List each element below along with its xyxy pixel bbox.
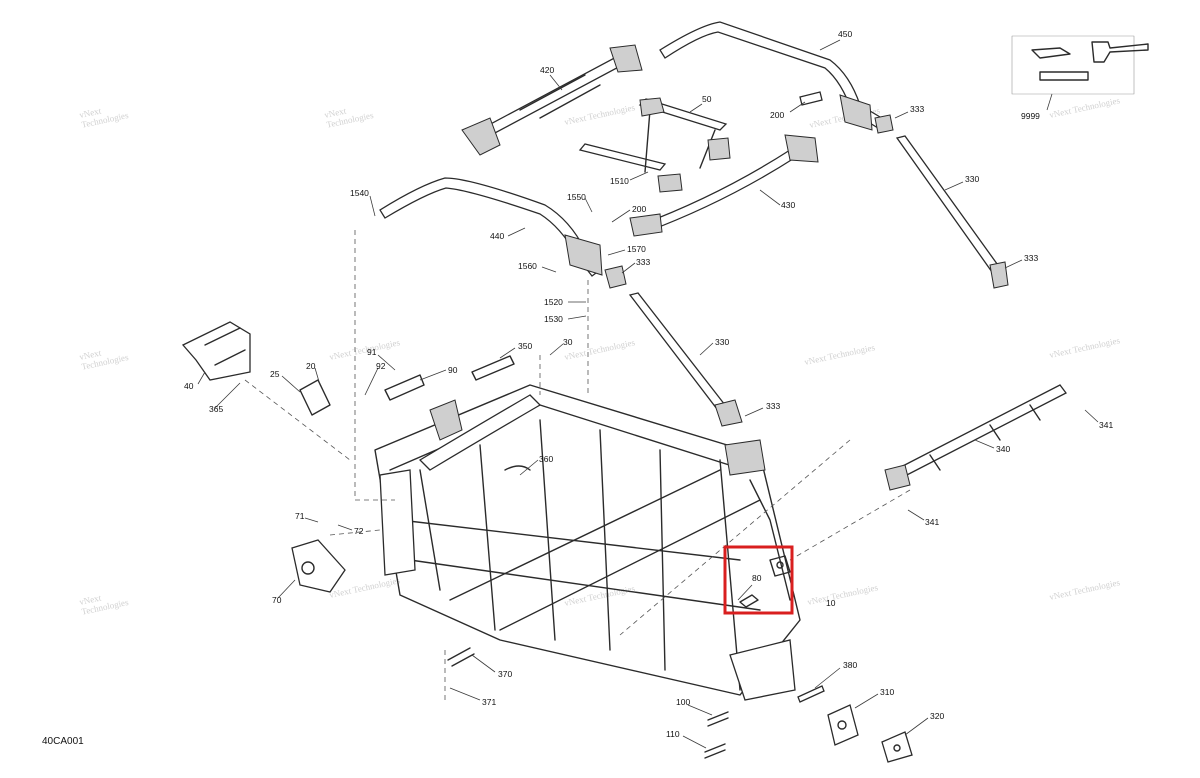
figure-code: 40CA001 bbox=[42, 736, 84, 747]
part-20-bracket bbox=[299, 379, 331, 416]
callout-371: 371 bbox=[482, 697, 496, 707]
part-310-plate bbox=[827, 704, 859, 746]
callout-330: 330 bbox=[965, 174, 979, 184]
callout-360: 360 bbox=[539, 454, 553, 464]
callout-1530: 1530 bbox=[544, 314, 563, 324]
callout-70: 70 bbox=[272, 595, 282, 605]
callout-100: 100 bbox=[676, 697, 690, 707]
part-90-plate bbox=[384, 355, 515, 401]
watermark: vNext Technologies bbox=[563, 337, 636, 362]
callout-91: 91 bbox=[367, 347, 377, 357]
svg-text:vNext Technologies: vNext Technologies bbox=[806, 582, 879, 607]
svg-text:vNext Technologies: vNext Technologies bbox=[1048, 95, 1121, 120]
part-100-pin bbox=[707, 711, 729, 727]
svg-text:vNext: vNext bbox=[78, 347, 102, 361]
callout-333: 333 bbox=[636, 257, 650, 267]
watermark: vNext Technologies bbox=[563, 102, 636, 127]
svg-text:vNext Technologies: vNext Technologies bbox=[563, 102, 636, 127]
watermark: vNext Technologies bbox=[1048, 335, 1121, 360]
callout-450: 450 bbox=[838, 29, 852, 39]
callout-1560: 1560 bbox=[518, 261, 537, 271]
callout-333: 333 bbox=[1024, 253, 1038, 263]
part-380-pin bbox=[797, 685, 825, 703]
svg-text:vNext Technologies: vNext Technologies bbox=[1048, 577, 1121, 602]
callout-370: 370 bbox=[498, 669, 512, 679]
part-200-tube bbox=[799, 91, 823, 106]
part-110-pin bbox=[704, 743, 726, 759]
callout-310: 310 bbox=[880, 687, 894, 697]
part-440-roll-bar bbox=[379, 177, 603, 277]
callout-92: 92 bbox=[376, 361, 386, 371]
callout-1520: 1520 bbox=[544, 297, 563, 307]
svg-text:vNext Technologies: vNext Technologies bbox=[328, 337, 401, 362]
callout-10: 10 bbox=[826, 598, 836, 608]
part-430-side-brace bbox=[629, 134, 819, 237]
callout-330: 330 bbox=[715, 337, 729, 347]
callout-30: 30 bbox=[563, 337, 573, 347]
part-420-cross-brace bbox=[461, 44, 643, 156]
callout-9999: 9999 bbox=[1021, 111, 1040, 121]
callout-350: 350 bbox=[518, 341, 532, 351]
callout-440: 440 bbox=[490, 231, 504, 241]
callout-50: 50 bbox=[702, 94, 712, 104]
svg-text:vNext Technologies: vNext Technologies bbox=[1048, 335, 1121, 360]
callout-80: 80 bbox=[752, 573, 762, 583]
callout-333: 333 bbox=[910, 104, 924, 114]
callout-1550: 1550 bbox=[567, 192, 586, 202]
watermark: vNext Technologies bbox=[806, 582, 879, 607]
watermark: vNext Technologies bbox=[328, 337, 401, 362]
part-50-brace bbox=[578, 97, 731, 193]
callout-90: 90 bbox=[448, 365, 458, 375]
watermark: vNext Technologies bbox=[1048, 577, 1121, 602]
callout-341: 341 bbox=[925, 517, 939, 527]
part-9999-decal-kit bbox=[1011, 35, 1149, 95]
part-340-rear-tube bbox=[884, 384, 1067, 491]
watermark: vNext Technologies bbox=[1048, 95, 1121, 120]
part-370-pin bbox=[447, 647, 475, 667]
callout-1540: 1540 bbox=[350, 188, 369, 198]
svg-text:vNext Technologies: vNext Technologies bbox=[563, 337, 636, 362]
part-10-main-frame bbox=[374, 384, 801, 701]
callout-200: 200 bbox=[632, 204, 646, 214]
callout-340: 340 bbox=[996, 444, 1010, 454]
callout-71: 71 bbox=[295, 511, 305, 521]
callout-1510: 1510 bbox=[610, 176, 629, 186]
callout-333: 333 bbox=[766, 401, 780, 411]
callout-380: 380 bbox=[843, 660, 857, 670]
callout-341: 341 bbox=[1099, 420, 1113, 430]
part-320-plate bbox=[881, 731, 913, 763]
callout-1570: 1570 bbox=[627, 244, 646, 254]
callout-110: 110 bbox=[666, 729, 680, 739]
svg-text:vNext: vNext bbox=[323, 105, 347, 119]
callout-365: 365 bbox=[209, 404, 223, 414]
highlight-box-80 bbox=[723, 545, 794, 615]
part-70-bracket bbox=[291, 539, 346, 593]
callout-200: 200 bbox=[770, 110, 784, 120]
part-330-lower-strut bbox=[604, 265, 743, 427]
part-330-upper-strut bbox=[874, 114, 1009, 289]
svg-text:vNext Technologies: vNext Technologies bbox=[803, 342, 876, 367]
part-80-bracket bbox=[739, 555, 791, 608]
callout-420: 420 bbox=[540, 65, 554, 75]
callout-40: 40 bbox=[184, 381, 194, 391]
callout-leaders bbox=[197, 39, 1099, 749]
callout-72: 72 bbox=[354, 526, 364, 536]
part-40-bracket bbox=[181, 321, 251, 381]
callout-430: 430 bbox=[781, 200, 795, 210]
callout-20: 20 bbox=[306, 361, 316, 371]
svg-text:vNext: vNext bbox=[78, 105, 102, 119]
assembly-dashed-lines bbox=[244, 230, 911, 700]
callout-labels: 420 450 50 200 333 9999 1510 430 330 154… bbox=[184, 29, 1113, 739]
watermark: vNext Technologies bbox=[803, 342, 876, 367]
callout-25: 25 bbox=[270, 369, 280, 379]
svg-text:vNext: vNext bbox=[78, 592, 102, 606]
callout-320: 320 bbox=[930, 711, 944, 721]
